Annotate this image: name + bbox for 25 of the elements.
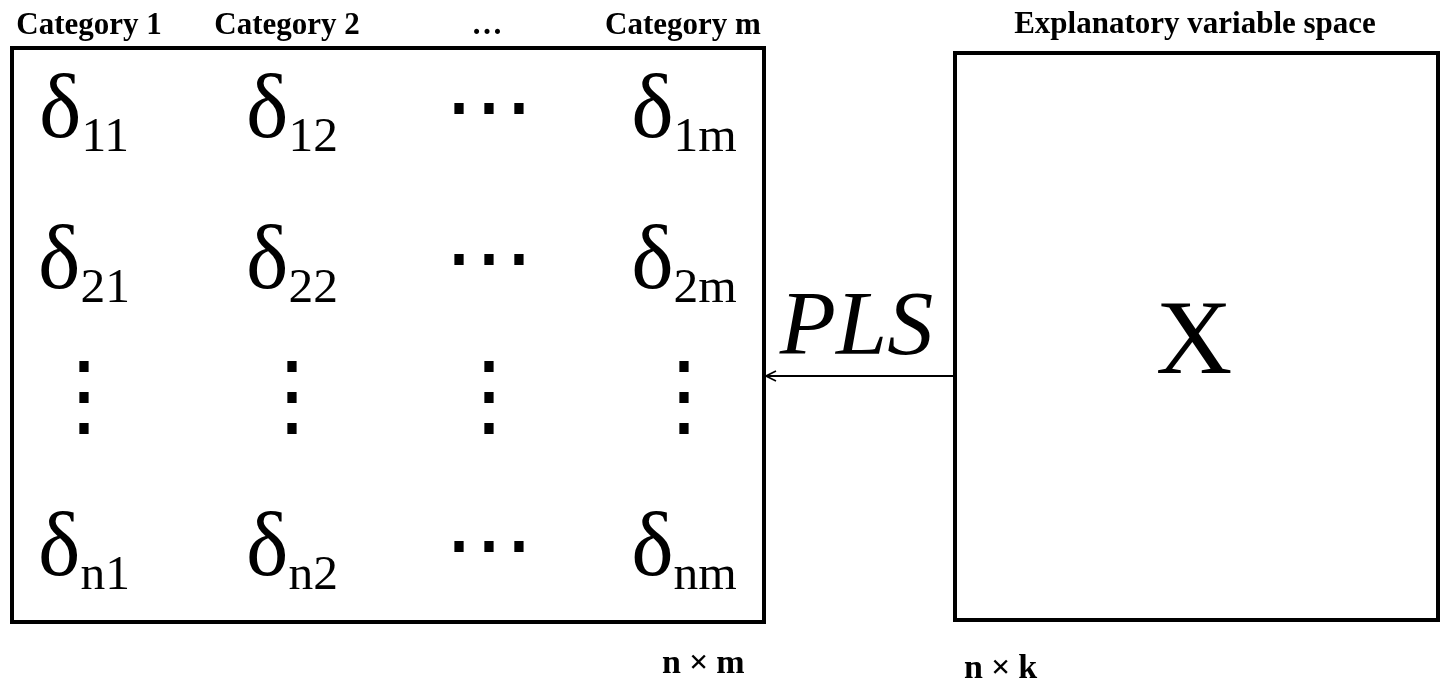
ellipsis: ⋯ [444, 500, 534, 590]
size-label: n×k [964, 650, 1046, 684]
vertical-ellipsis: ⋮ [247, 351, 337, 441]
vertical-ellipsis: ⋮ [639, 351, 729, 441]
matrix-entry: δ$_{nm}$ [631, 500, 737, 590]
matrix-symbol: X [1155, 285, 1233, 391]
column-heading: Category 2 [214, 8, 360, 39]
ellipsis: ⋯ [444, 62, 534, 152]
matrix-entry: δ$_{n2}$ [246, 500, 338, 590]
column-heading: … [471, 8, 503, 39]
column-heading: Category 1 [16, 8, 162, 39]
matrix-entry: δ$_{12}$ [246, 62, 338, 152]
matrix-entry: δ$_{n1}$ [38, 500, 130, 590]
matrix-entry: δ$_{22}$ [246, 213, 338, 303]
matrix-entry: δ$_{11}$ [38, 62, 130, 152]
box-heading: Explanatory variable space [1014, 7, 1376, 38]
arrow [765, 370, 954, 382]
column-heading: Category m [605, 8, 761, 39]
matrix-entry: δ$_{2m}$ [631, 213, 737, 303]
vertical-ellipsis: ⋮ [444, 351, 534, 441]
ellipsis: ⋯ [444, 213, 534, 303]
matrix-entry: δ$_{21}$ [38, 213, 130, 303]
vertical-ellipsis: ⋮ [39, 351, 129, 441]
matrix-entry: δ$_{1m}$ [631, 62, 737, 152]
size-label: n×m [662, 645, 753, 679]
